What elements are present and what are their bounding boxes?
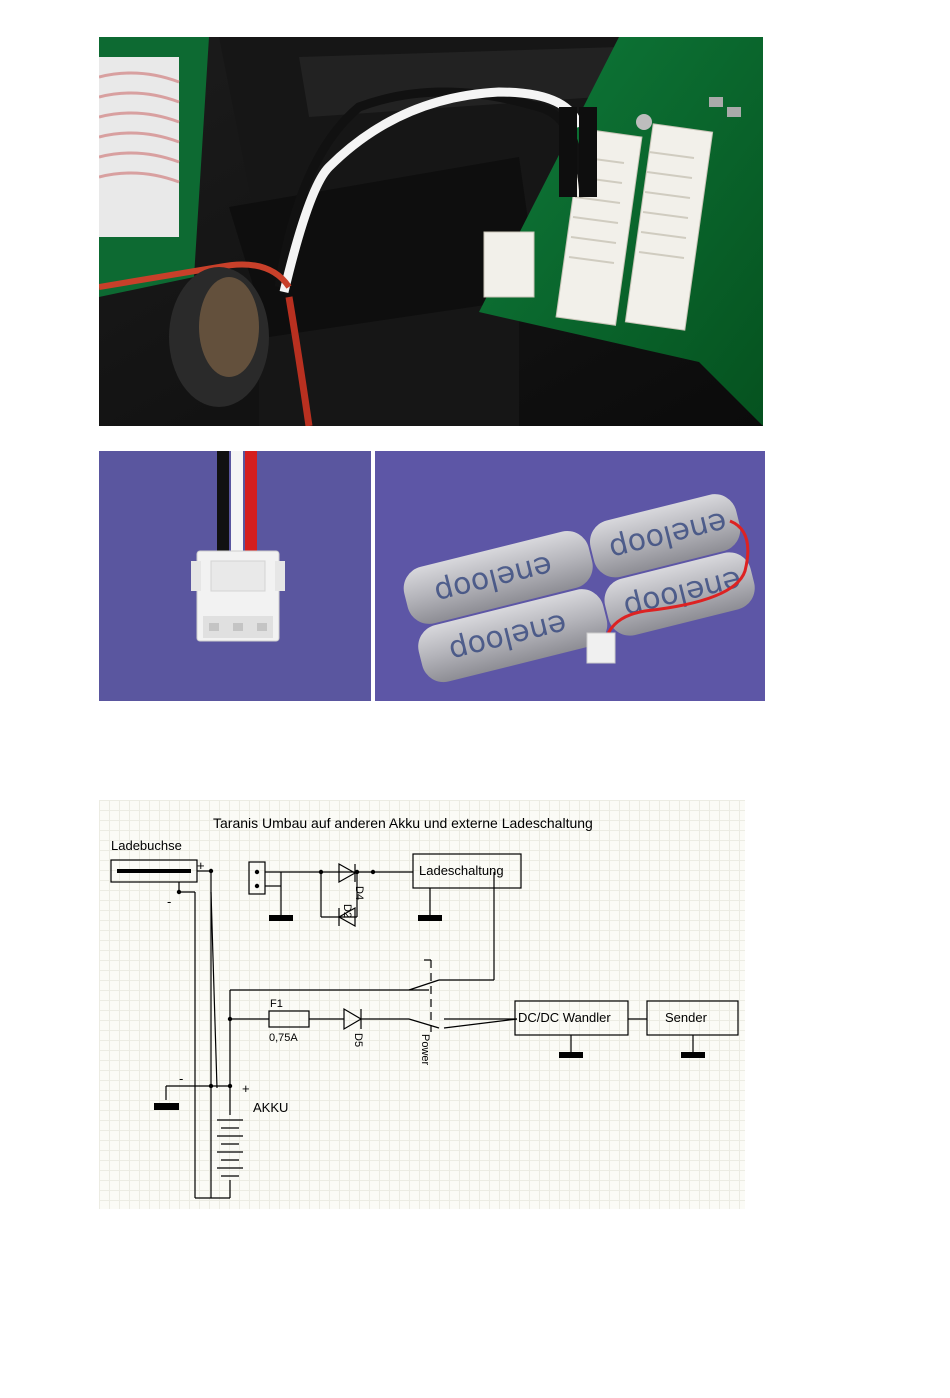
label-sender: Sender: [665, 1010, 708, 1025]
label-plus-top: +: [197, 858, 205, 873]
label-minus-akku: -: [179, 1071, 183, 1086]
label-d2: D2: [341, 904, 353, 918]
label-ladeschaltung: Ladeschaltung: [419, 863, 504, 878]
connector-illustration: [99, 451, 371, 701]
label-fuse-value: 0,75A: [269, 1032, 298, 1044]
label-ladebuchse: Ladebuchse: [111, 838, 182, 853]
schematic-title: Taranis Umbau auf anderen Akku und exter…: [213, 815, 593, 831]
battery-pack-photo: eneloop eneloop eneloop eneloop: [375, 451, 765, 701]
label-dcdc: DC/DC Wandler: [518, 1010, 611, 1025]
schematic-drawing: Taranis Umbau auf anderen Akku und exter…: [99, 800, 745, 1209]
label-d4: D4: [353, 886, 365, 900]
schematic-diagram: Taranis Umbau auf anderen Akku und exter…: [99, 800, 745, 1209]
label-akku: AKKU: [253, 1100, 288, 1115]
label-f1: F1: [270, 998, 283, 1010]
label-plus-akku: +: [242, 1081, 250, 1096]
pcb-wiring-illustration: [99, 37, 763, 426]
connector-photo: [99, 451, 371, 701]
label-d5: D5: [352, 1033, 364, 1047]
pcb-wiring-photo: [99, 37, 763, 426]
label-minus-top: -: [167, 894, 171, 909]
battery-pack-illustration: eneloop eneloop eneloop eneloop: [375, 451, 765, 701]
label-power: Power: [419, 1034, 431, 1066]
